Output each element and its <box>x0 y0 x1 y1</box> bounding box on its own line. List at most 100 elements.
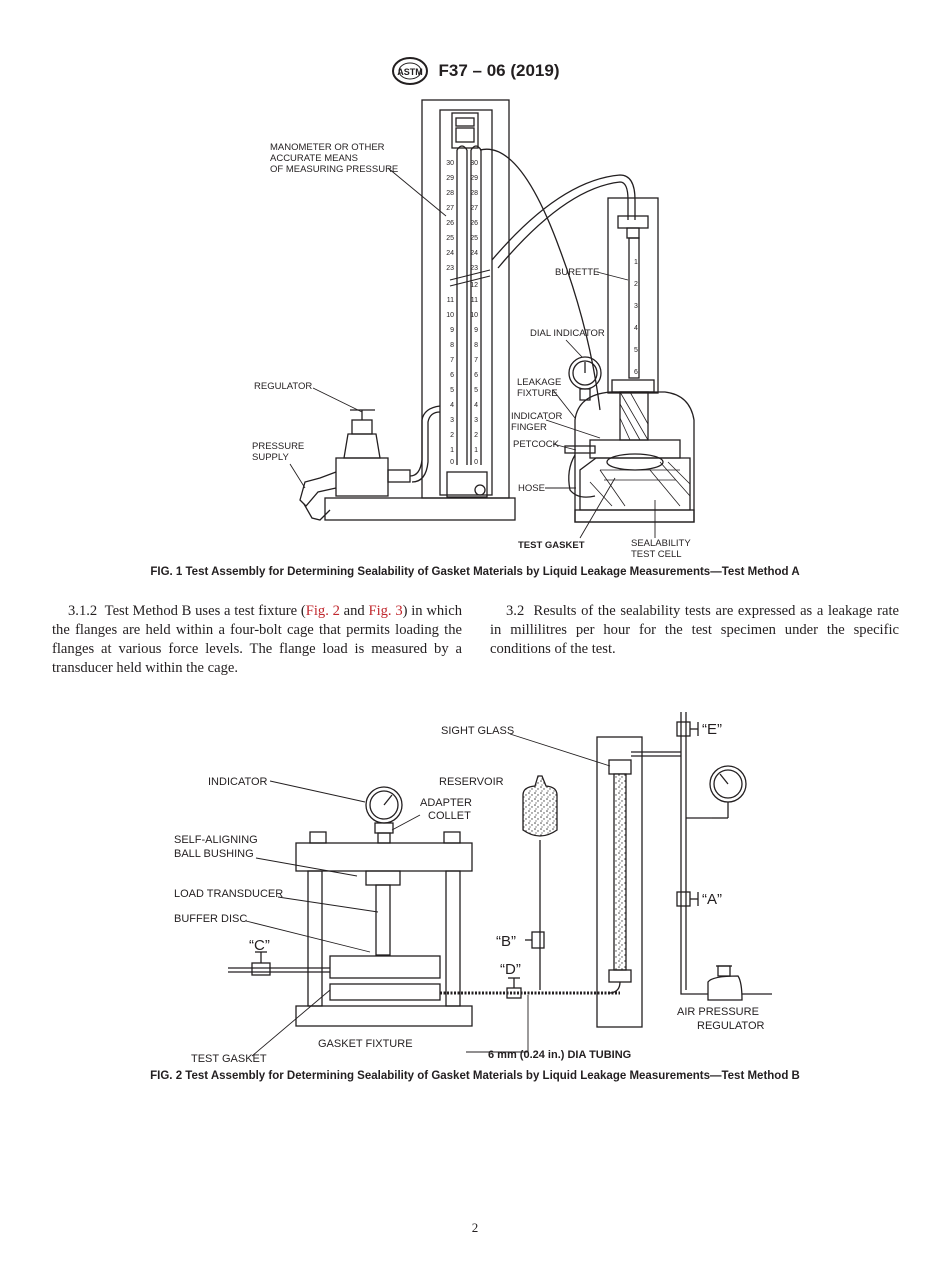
scale-tick: 10 <box>446 312 454 319</box>
label-sealability-line1: SEALABILITY <box>631 538 691 549</box>
scale-tick: 6 <box>450 372 454 379</box>
label-pressure-supply-line2: SUPPLY <box>252 452 289 463</box>
scale-tick: 2 <box>450 432 454 439</box>
scale-lower-right: 12 11 10 9 8 7 6 5 4 3 2 1 0 <box>470 282 478 466</box>
scale-tick: 26 <box>470 220 478 227</box>
scale-tick: 25 <box>470 235 478 242</box>
burette-tick: 4 <box>634 325 638 332</box>
label-indicator-finger-line2: FINGER <box>511 422 547 433</box>
paragraph-text: ) in which the flanges are held within a… <box>52 603 462 676</box>
scale-tick: 9 <box>450 327 454 334</box>
label-valve-c: “C” <box>249 937 270 954</box>
scale-tick: 0 <box>474 459 478 466</box>
manometer-scale: 30 29 28 27 26 25 24 23 30 29 28 27 26 2… <box>446 160 638 466</box>
label-indicator-finger-line1: INDICATOR <box>511 411 563 422</box>
astm-logo-text: ASTM <box>397 67 423 77</box>
label-valve-e: “E” <box>702 721 722 738</box>
paragraph-text: Results of the sealability tests are exp… <box>490 603 900 657</box>
scale-tick: 27 <box>446 205 454 212</box>
scale-tick: 27 <box>470 205 478 212</box>
label-petcock: PETCOCK <box>513 439 560 450</box>
section-number: 3.2 <box>506 603 525 619</box>
scale-tick: 8 <box>474 342 478 349</box>
paragraph-3-2: 3.2 Results of the sealability tests are… <box>490 602 899 659</box>
scale-tick: 26 <box>446 220 454 227</box>
label-burette: BURETTE <box>555 267 599 278</box>
scale-tick: 28 <box>446 190 454 197</box>
scale-tick: 6 <box>474 372 478 379</box>
scale-tick: 5 <box>450 387 454 394</box>
paragraph-3-1-2: 3.1.2 Test Method B uses a test fixture … <box>52 602 462 678</box>
scale-tick: 4 <box>450 402 454 409</box>
label-sealability-line2: TEST CELL <box>631 549 682 560</box>
scale-lower-left: 11 10 9 8 7 6 5 4 3 2 1 0 <box>446 297 454 466</box>
label-pressure-supply-line1: PRESSURE <box>252 441 304 452</box>
label-leakage-fixture-line2: FIXTURE <box>517 388 558 399</box>
label-valve-d: “D” <box>500 961 521 978</box>
label-adapter-collet-line2: COLLET <box>428 810 471 822</box>
burette-scale: 1 2 3 4 5 6 <box>634 259 638 376</box>
scale-tick: 2 <box>474 432 478 439</box>
fig-2-link[interactable]: Fig. 2 <box>305 603 340 619</box>
label-valve-b: “B” <box>496 933 516 950</box>
label-manometer-line3: OF MEASURING PRESSURE <box>270 164 398 175</box>
label-leakage-fixture-line1: LEAKAGE <box>517 377 561 388</box>
burette-tick: 6 <box>634 369 638 376</box>
page-number: 2 <box>471 1220 479 1235</box>
paragraph-text: Test Method B uses a test fixture ( <box>104 603 306 619</box>
scale-tick: 4 <box>474 402 478 409</box>
label-gasket-fixture: GASKET FIXTURE <box>318 1038 413 1050</box>
label-dial-indicator: DIAL INDICATOR <box>530 328 605 339</box>
scale-tick: 30 <box>470 160 478 167</box>
scale-tick: 3 <box>474 417 478 424</box>
label-manometer-line2: ACCURATE MEANS <box>270 153 358 164</box>
scale-tick: 8 <box>450 342 454 349</box>
label-regulator: REGULATOR <box>254 381 312 392</box>
label-indicator: INDICATOR <box>208 776 268 788</box>
burette-tick: 3 <box>634 303 638 310</box>
label-test-gasket: TEST GASKET <box>191 1053 267 1065</box>
scale-upper-left: 30 29 28 27 26 25 24 23 <box>446 160 454 272</box>
scale-tick: 30 <box>446 160 454 167</box>
label-self-aligning-line1: SELF-ALIGNING <box>174 834 258 846</box>
label-sight-glass: SIGHT GLASS <box>441 725 514 737</box>
document-designation: F37 – 06 (2019) <box>438 61 560 80</box>
label-valve-a: “A” <box>702 891 722 908</box>
scale-tick: 12 <box>470 282 478 289</box>
label-reservoir: RESERVOIR <box>439 776 504 788</box>
label-manometer-line1: MANOMETER OR OTHER <box>270 142 385 153</box>
paragraph-text: and <box>339 603 369 619</box>
scale-tick: 1 <box>450 447 454 454</box>
burette-tick: 5 <box>634 347 638 354</box>
scale-upper-right: 30 29 28 27 26 25 24 23 <box>470 160 478 272</box>
scale-tick: 7 <box>450 357 454 364</box>
label-test-gasket: TEST GASKET <box>518 540 585 551</box>
label-tubing: 6 mm (0.24 in.) DIA TUBING <box>488 1049 631 1061</box>
burette-tick: 2 <box>634 281 638 288</box>
scale-tick: 23 <box>470 265 478 272</box>
scale-tick: 3 <box>450 417 454 424</box>
page-header: ASTM F37 – 06 (2019) <box>0 56 950 86</box>
scale-tick: 0 <box>450 459 454 466</box>
scale-tick: 28 <box>470 190 478 197</box>
label-hose: HOSE <box>518 483 545 494</box>
scale-tick: 24 <box>446 250 454 257</box>
figure-1-caption: FIG. 1 Test Assembly for Determining Sea… <box>150 566 800 578</box>
figure-2-caption: FIG. 2 Test Assembly for Determining Sea… <box>150 1070 800 1082</box>
burette-tick: 1 <box>634 259 638 266</box>
scale-tick: 29 <box>470 175 478 182</box>
label-load-transducer: LOAD TRANSDUCER <box>174 888 283 900</box>
label-adapter-collet-line1: ADAPTER <box>420 797 472 809</box>
astm-logo-icon: ASTM <box>391 57 428 85</box>
figure-1-diagram: 30 29 28 27 26 25 24 23 30 29 28 27 26 2… <box>252 99 695 560</box>
label-buffer-disc: BUFFER DISC <box>174 913 247 925</box>
scale-tick: 23 <box>446 265 454 272</box>
scale-tick: 7 <box>474 357 478 364</box>
scale-tick: 29 <box>446 175 454 182</box>
scale-tick: 24 <box>470 250 478 257</box>
figure-2-diagram: SIGHT GLASS “E” INDICATOR RESERVOIR ADAP… <box>174 712 772 1065</box>
scale-tick: 25 <box>446 235 454 242</box>
scale-tick: 5 <box>474 387 478 394</box>
fig-3-link[interactable]: Fig. 3 <box>368 603 403 619</box>
scale-tick: 11 <box>447 297 454 304</box>
